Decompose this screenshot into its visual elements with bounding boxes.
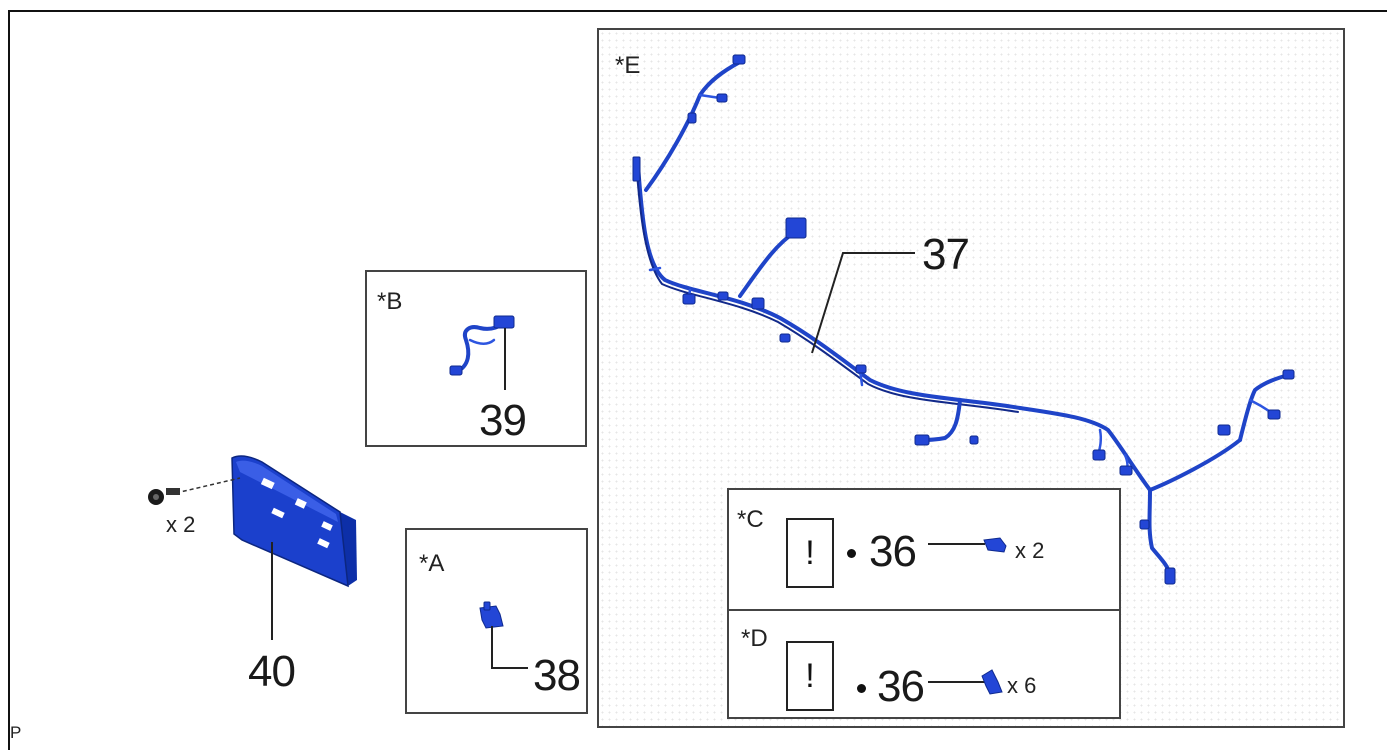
- part-37-number: 37: [922, 230, 970, 279]
- leader-37: [811, 252, 915, 354]
- clip-36-d: [981, 669, 1003, 695]
- warning-icon: !: [786, 641, 834, 711]
- clip-quantity-c: x 2: [1015, 538, 1045, 563]
- clip-quantity-d: x 6: [1007, 673, 1037, 698]
- bolt-quantity: x 2: [166, 512, 196, 537]
- part-36-number-c: 36: [869, 527, 917, 576]
- bolt-icon: [148, 488, 180, 505]
- part-40-number: 40: [248, 647, 296, 696]
- harness-39: [449, 315, 515, 376]
- sensor-38: [479, 601, 504, 629]
- part-39-number: 39: [479, 396, 527, 445]
- panel-b-label: *B: [377, 288, 403, 315]
- diagram-frame: [8, 10, 1387, 750]
- leader-38: [491, 626, 528, 669]
- panel-a-label: *A: [419, 550, 445, 577]
- panel-d-label: *D: [741, 625, 768, 652]
- wire-harness-37: [632, 54, 1295, 585]
- bolt-guide-line: [175, 477, 241, 494]
- part-36-number-d: 36: [877, 662, 925, 711]
- panel-b: *B 39: [365, 270, 587, 447]
- bullet-dot: [857, 684, 866, 693]
- clip-36-c: [983, 537, 1007, 553]
- panel-c: *C ! 36 x 2: [727, 488, 1121, 611]
- part-38-number: 38: [533, 651, 581, 700]
- panel-c-label: *C: [737, 506, 764, 533]
- panel-e-label: *E: [615, 52, 641, 79]
- bullet-dot: [847, 549, 856, 558]
- plate-bracket-40: [231, 455, 357, 588]
- warning-icon: !: [786, 518, 834, 588]
- panel-d: *D ! 36 x 6: [727, 609, 1121, 719]
- corner-mark: P: [10, 723, 22, 742]
